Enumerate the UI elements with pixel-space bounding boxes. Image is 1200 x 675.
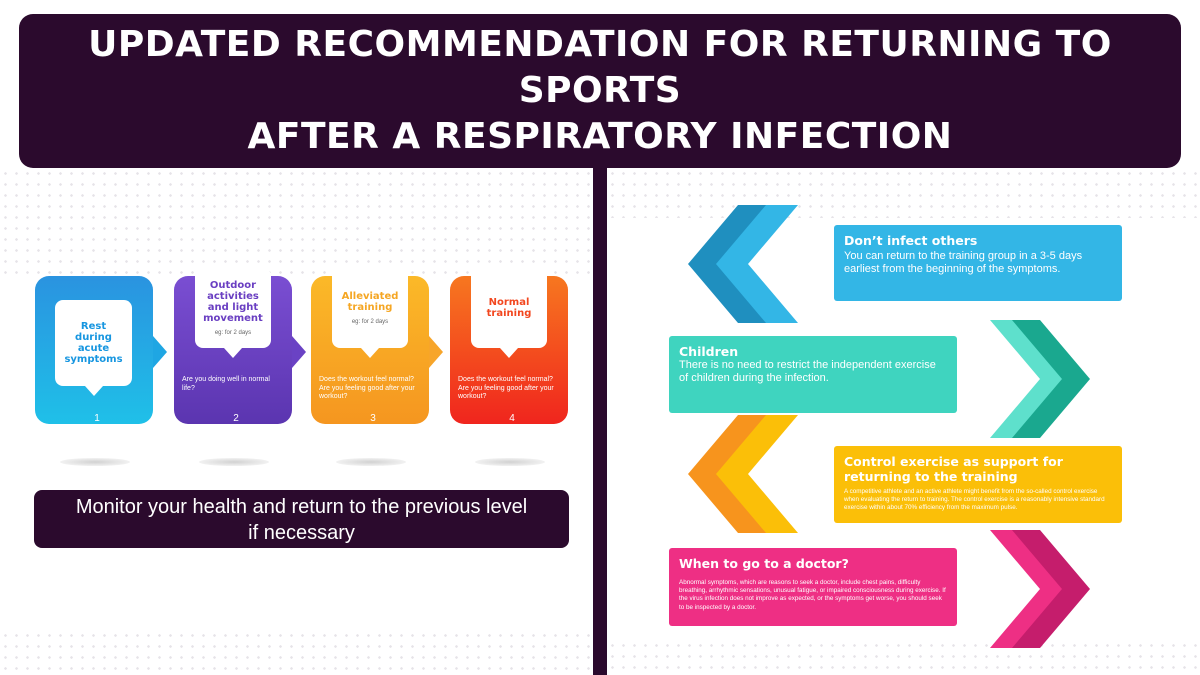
step-1-shadow — [60, 458, 130, 466]
panel-4-body: Abnormal symptoms, which are reasons to … — [679, 579, 946, 611]
panel-children: Children There is no need to restrict th… — [669, 336, 957, 413]
chevron-right-icon — [990, 320, 1090, 438]
step-2-shadow — [199, 458, 269, 466]
step-3-title: Alleviated training — [341, 291, 399, 313]
monitor-banner: Monitor your health and return to the pr… — [34, 490, 569, 548]
step-1-number: 1 — [94, 413, 100, 424]
page-title: UPDATED RECOMMENDATION FOR RETURNING TO … — [88, 24, 1112, 157]
step-2-number: 2 — [233, 413, 239, 424]
step-3-shadow — [336, 458, 406, 466]
step-3-subtitle: eg: for 2 days — [351, 319, 389, 325]
step-1-bubble: Rest during acute symptoms — [55, 300, 132, 396]
step-1-title: Rest during acute symptoms — [64, 321, 123, 365]
step-1-card: Rest during acute symptoms 1 — [35, 276, 167, 424]
step-2-arrow — [292, 336, 306, 368]
panel-3-body: A competitive athlete and an active athl… — [844, 488, 1105, 512]
dot-pattern-right — [607, 168, 1200, 218]
chevron-right-icon — [990, 530, 1090, 648]
dot-pattern-left — [0, 168, 593, 278]
step-4-shadow — [475, 458, 545, 466]
step-4-number: 4 — [509, 413, 515, 424]
panel-4-title: When to go to a doctor? — [679, 556, 849, 571]
panel-2-body: There is no need to restrict the indepen… — [679, 359, 936, 384]
panel-when-to-see-doctor: When to go to a doctor? Abnormal symptom… — [669, 548, 957, 626]
panel-3-title: Control exercise as support for returnin… — [844, 454, 1063, 484]
vertical-divider — [593, 168, 607, 675]
step-3-number: 3 — [370, 413, 376, 424]
step-4-title: Normal training — [486, 297, 532, 319]
panel-dont-infect-others: Don’t infect others You can return to th… — [834, 225, 1122, 301]
step-3-card: Alleviated training eg: for 2 days Does … — [311, 268, 443, 424]
step-2-card: Outdoor activities and light movement eg… — [174, 268, 306, 424]
step-4-card: Normal training Does the workout feel no… — [450, 268, 568, 424]
step-2-question: Are you doing well in normal life? — [182, 376, 270, 392]
chevron-left-icon — [688, 205, 798, 323]
step-4-bubble: Normal training — [471, 268, 547, 358]
dot-pattern-right-bottom — [607, 640, 1200, 675]
panel-2-title: Children — [679, 344, 739, 359]
step-3-question: Does the workout feel normal? Are you fe… — [319, 376, 415, 400]
step-2-bubble: Outdoor activities and light movement eg… — [195, 268, 271, 358]
step-3-arrow — [429, 336, 443, 368]
step-3-bubble: Alleviated training eg: for 2 days — [332, 268, 408, 358]
header-banner: UPDATED RECOMMENDATION FOR RETURNING TO … — [19, 14, 1181, 168]
panel-control-exercise: Control exercise as support for returnin… — [834, 446, 1122, 523]
panel-1-title: Don’t infect others — [844, 233, 978, 248]
panel-1-body: You can return to the training group in … — [844, 250, 1083, 275]
step-4-question: Does the workout feel normal? Are you fe… — [458, 376, 554, 400]
dot-pattern-left-bottom — [0, 630, 593, 675]
chevron-left-icon — [688, 415, 798, 533]
step-2-subtitle: eg: for 2 days — [214, 330, 252, 336]
step-2-title: Outdoor activities and light movement — [203, 280, 263, 324]
step-1-arrow — [153, 336, 167, 368]
